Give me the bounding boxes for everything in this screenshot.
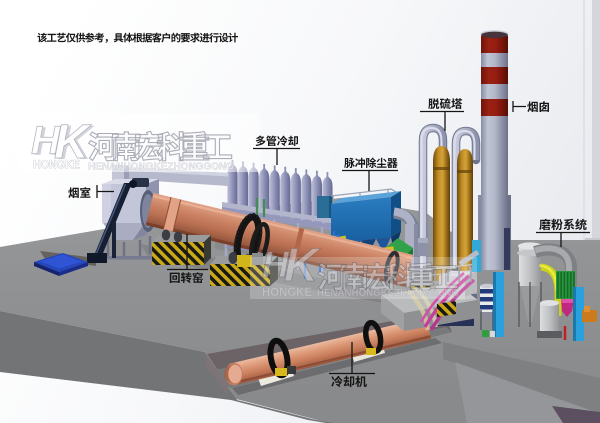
svg-text:K: K [284, 238, 321, 291]
svg-text:HENANHONGKEZHONGGONG: HENANHONGKEZHONGGONG [317, 288, 459, 299]
svg-text:HONGKE: HONGKE [262, 285, 312, 299]
svg-text:H: H [262, 244, 290, 285]
svg-text:K: K [54, 116, 92, 169]
svg-text:H: H [34, 120, 64, 164]
svg-text:H: H [31, 119, 61, 163]
svg-text:HONGKE: HONGKE [33, 158, 80, 172]
svg-text:HENANHONGKEZHONGGONG: HENANHONGKEZHONGGONG [88, 162, 234, 173]
